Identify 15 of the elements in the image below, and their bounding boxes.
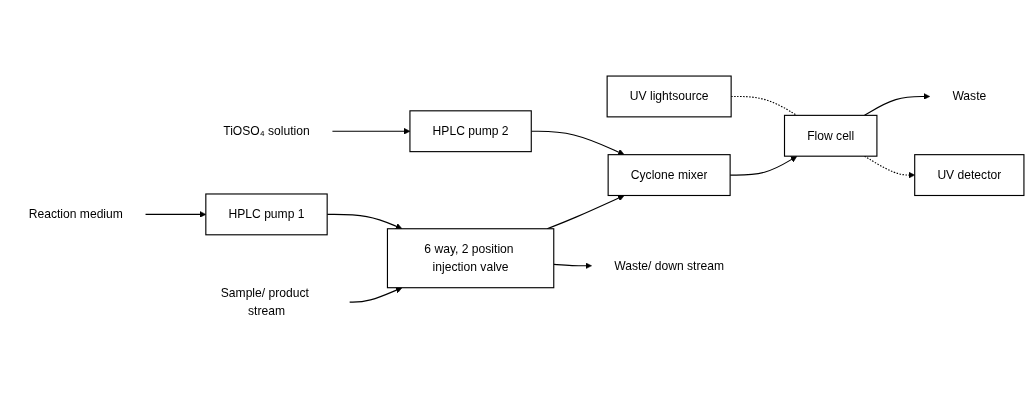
node-text: Waste/ down stream xyxy=(614,258,725,272)
node-box: HPLC pump 2 xyxy=(409,109,532,152)
node-text: Sample/ product stream xyxy=(220,285,309,317)
node-box: UV lightsource xyxy=(606,75,732,118)
arrow xyxy=(863,92,931,116)
node-box: Flow cell xyxy=(783,114,878,157)
node-text: TiOSO₄ solution xyxy=(223,124,310,137)
node-box: 6 way, 2 position injection valve xyxy=(386,227,555,288)
arrow xyxy=(553,262,592,269)
node-text: Waste xyxy=(952,89,987,103)
node-text: Reaction medium xyxy=(28,207,123,221)
node-box: Cyclone mixer xyxy=(607,153,731,196)
arrow xyxy=(349,286,403,303)
node-box: HPLC pump 1 xyxy=(205,193,328,236)
node-box: UV detector xyxy=(914,153,1025,196)
